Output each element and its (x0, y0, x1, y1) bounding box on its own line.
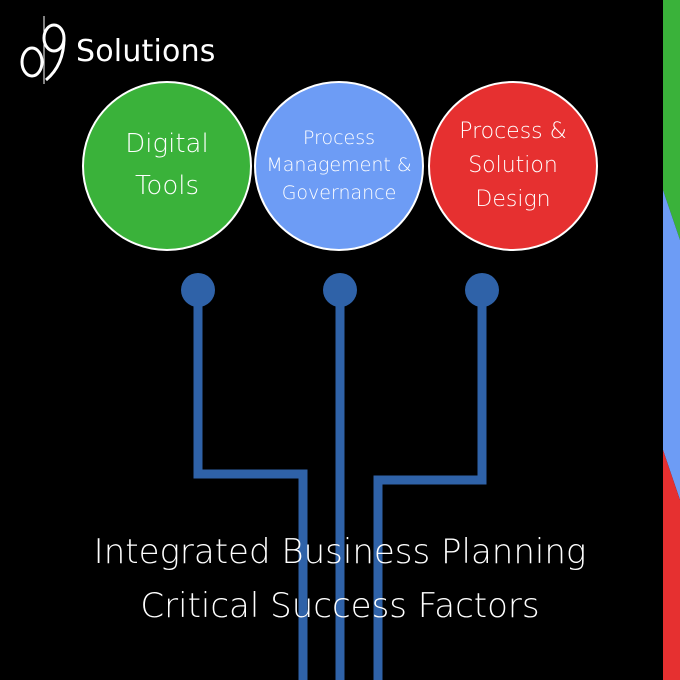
node-process-management-governance-label: Process Management & Governance (266, 126, 412, 204)
connector-line-right (373, 290, 487, 680)
title-line-1: Integrated Business Planning (93, 532, 587, 572)
side-color-bar (663, 0, 680, 680)
node-process-solution-design: Process & Solution Design (428, 81, 598, 251)
o9-logo-mark-icon (20, 16, 66, 84)
connector-dot-center (323, 273, 357, 307)
logo-brand-text: Solutions (76, 34, 216, 69)
node-process-management-governance: Process Management & Governance (254, 81, 424, 251)
connector-line-left (193, 290, 308, 680)
node-digital-tools-label: Digital Tools (125, 129, 209, 201)
node-digital-tools: Digital Tools (82, 81, 252, 251)
o9-logo: Solutions (18, 14, 278, 84)
title-line-2: Critical Success Factors (140, 586, 540, 626)
connector-dot-left (181, 273, 215, 307)
node-process-solution-design-label: Process & Solution Design (459, 118, 567, 213)
connector-dot-right (465, 273, 499, 307)
